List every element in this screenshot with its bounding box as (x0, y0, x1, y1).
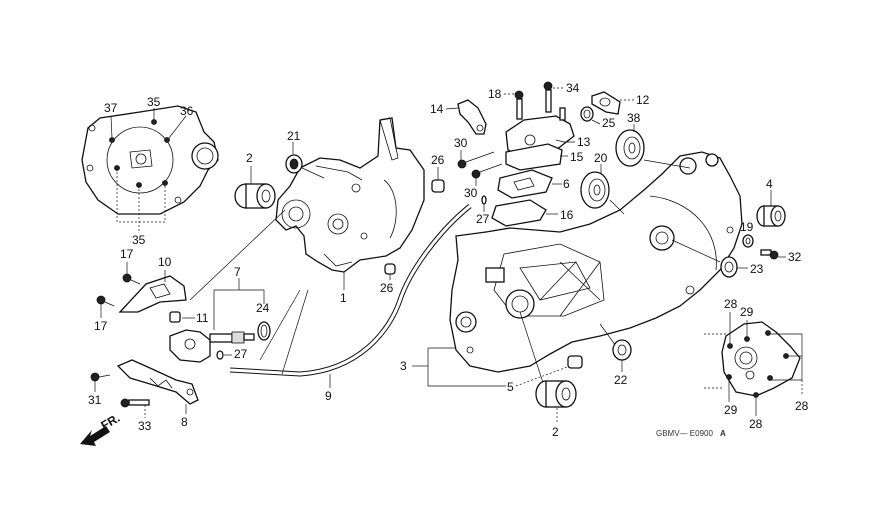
callout-35: 35 (147, 95, 161, 109)
washer-19 (742, 234, 754, 248)
bolt-18 (514, 90, 524, 120)
callout-13: 13 (577, 135, 591, 149)
callout-28: 28 (795, 399, 809, 413)
callout-2: 2 (552, 425, 559, 439)
bolt-31 (90, 372, 111, 382)
callout-32: 32 (788, 250, 802, 264)
oil-pump-7 (169, 329, 255, 363)
callout-18: 18 (488, 87, 502, 101)
callout-37: 37 (104, 101, 118, 115)
callout-30: 30 (454, 136, 468, 150)
callout-28: 28 (724, 297, 738, 311)
callout-31: 31 (88, 393, 102, 407)
reed-6 (497, 169, 553, 199)
callout-28: 28 (749, 417, 763, 431)
callout-25: 25 (602, 116, 616, 130)
callout-16: 16 (560, 208, 574, 222)
callout-2: 2 (246, 151, 253, 165)
bolt-30-upper (457, 151, 495, 169)
pump-cover-assembly (81, 105, 219, 232)
callout-1: 1 (340, 291, 347, 305)
callout-3: 3 (400, 359, 407, 373)
callout-17: 17 (120, 247, 134, 261)
callout-26: 26 (431, 153, 445, 167)
bearing-38 (615, 129, 645, 167)
callout-23: 23 (750, 262, 764, 276)
front-direction-arrow-icon (80, 426, 110, 446)
seal-21 (285, 154, 303, 174)
seal-22 (612, 339, 632, 361)
callout-4: 4 (766, 177, 773, 191)
callout-12: 12 (636, 93, 650, 107)
callout-27: 27 (234, 347, 248, 361)
bolt-17-upper (122, 273, 141, 285)
bearing-2-left (234, 183, 276, 209)
callout-26: 26 (380, 281, 394, 295)
side-cover (704, 321, 801, 398)
bolt-33 (120, 398, 150, 408)
dowel-5 (567, 355, 583, 369)
callout-20: 20 (594, 151, 608, 165)
drawing-code: GBMV— E0900 (656, 429, 713, 438)
callout-21: 21 (287, 129, 301, 143)
callout-38: 38 (627, 111, 641, 125)
o-ring-24 (257, 321, 271, 341)
bolt-17-lower (96, 295, 115, 307)
bracket-10 (118, 275, 187, 313)
bearing-20 (580, 171, 610, 209)
gasket-16 (491, 199, 547, 227)
callout-14: 14 (430, 102, 444, 116)
seal-23 (720, 256, 738, 278)
callout-29: 29 (740, 305, 754, 319)
clamp-14 (457, 99, 487, 135)
revision-mark: A (720, 429, 726, 438)
callout-35: 35 (132, 233, 146, 247)
clip-27 (481, 195, 487, 205)
clip-27 (216, 350, 224, 360)
callout-8: 8 (181, 415, 188, 429)
callout-33: 33 (138, 419, 152, 433)
callout-9: 9 (325, 389, 332, 403)
bearing-2-right (535, 380, 577, 408)
right-crankcase (449, 151, 743, 373)
o-ring-25 (580, 106, 594, 122)
cover-12 (591, 91, 621, 115)
callout-11: 11 (196, 311, 209, 325)
bearing-4 (756, 205, 786, 227)
callout-24: 24 (256, 301, 270, 315)
callout-29: 29 (724, 403, 738, 417)
bolt-30-lower (471, 163, 503, 179)
bolt-34 (543, 81, 553, 113)
callout-10: 10 (158, 255, 172, 269)
callout-34: 34 (566, 81, 580, 95)
left-crankcase (275, 117, 425, 273)
callout-27: 27 (476, 212, 490, 226)
callout-36: 36 (180, 104, 194, 118)
callout-17: 17 (94, 319, 108, 333)
gasket-15 (505, 143, 563, 171)
callout-19: 19 (740, 220, 754, 234)
callout-22: 22 (614, 373, 628, 387)
callout-30: 30 (464, 186, 478, 200)
bolt-32 (760, 249, 779, 260)
nut-11 (169, 311, 181, 323)
arm-8 (116, 359, 199, 405)
callout-15: 15 (570, 150, 584, 164)
callout-5: 5 (507, 380, 514, 394)
callout-6: 6 (563, 177, 570, 191)
callout-7: 7 (234, 265, 241, 279)
